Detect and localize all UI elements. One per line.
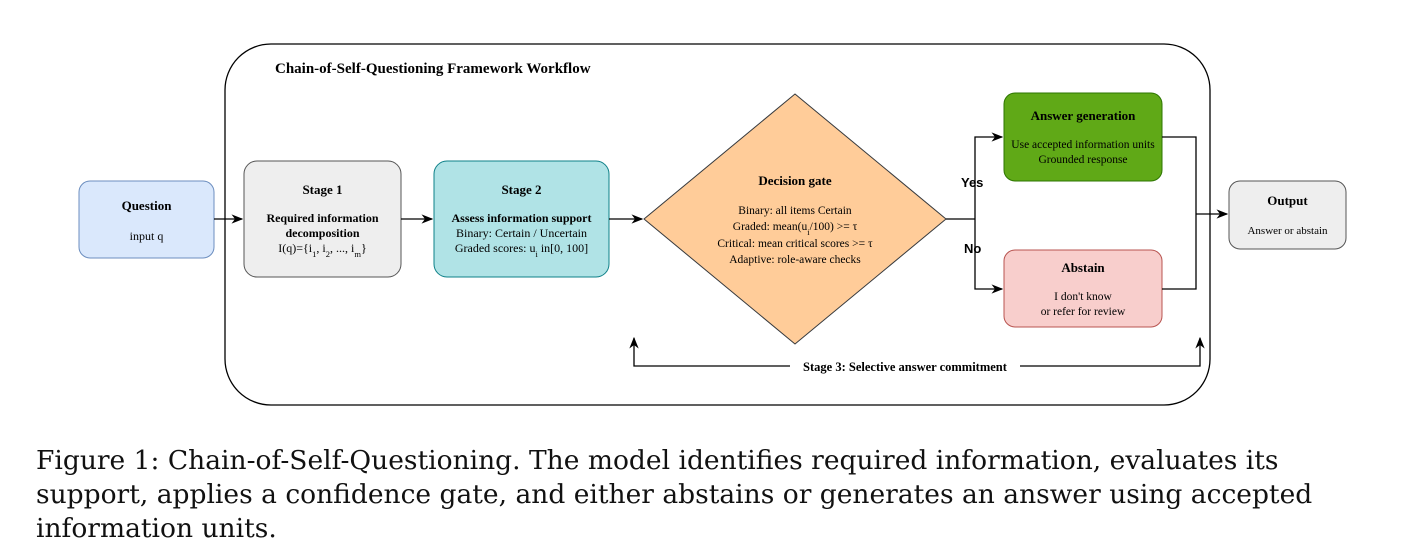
stage1-node: Stage 1 Required information decompositi… (243, 160, 402, 278)
stage2-subtitle: Assess information support (451, 211, 591, 225)
yes-label: Yes (961, 175, 983, 190)
stage1-formula: I(q)={i1, i2, ..., im} (278, 241, 366, 259)
abstain-line-2: or refer for review (1041, 306, 1126, 318)
question-node: Question input q (78, 180, 215, 259)
output-body: Answer or abstain (1247, 225, 1328, 237)
stage3-label: Stage 3: Selective answer commitment (803, 360, 1008, 374)
no-label: No (964, 241, 981, 256)
decision-gate-line-3: Critical: mean critical scores >= τ (717, 238, 873, 250)
abstain-to-output-line (1162, 214, 1197, 290)
abstain-node: Abstain I don't know or refer for review (1003, 249, 1163, 328)
caption-line-2: support, applies a confidence gate, and … (36, 479, 1313, 510)
stage3-bracket-right (1020, 336, 1205, 367)
framework-container (224, 43, 1211, 406)
stage2-node: Stage 2 Assess information support Binar… (433, 160, 610, 278)
question-title: Question (122, 198, 173, 213)
stage1-subtitle-2: decomposition (285, 226, 359, 240)
stage1-title: Stage 1 (302, 182, 342, 197)
answer-generation-line-2: Grounded response (1038, 154, 1127, 166)
stage3-bracket-left (629, 336, 790, 367)
answer-generation-line-1: Use accepted information units (1011, 139, 1155, 151)
stage2-line-1: Binary: Certain / Uncertain (456, 226, 587, 240)
abstain-title: Abstain (1061, 260, 1105, 275)
figure-caption: Figure 1: Chain-of-Self-Questioning. The… (36, 444, 1392, 546)
workflow-diagram: Chain-of-Self-Questioning Framework Work… (78, 43, 1347, 406)
answer-to-output-line (1162, 136, 1197, 214)
answer-generation-title: Answer generation (1031, 108, 1137, 123)
arrow-no-branch (974, 219, 1004, 294)
decision-gate-line-1: Binary: all items Certain (738, 205, 852, 217)
framework-title: Chain-of-Self-Questioning Framework Work… (275, 61, 591, 77)
decision-gate-line-2: Graded: mean(ui/100) >= τ (733, 221, 858, 237)
abstain-line-1: I don't know (1054, 291, 1112, 303)
stage2-title: Stage 2 (501, 182, 541, 197)
stage1-subtitle-1: Required information (266, 211, 378, 225)
question-body: input q (130, 229, 164, 243)
stage2-line-2: Graded scores: ui in[0, 100] (455, 241, 588, 259)
output-title: Output (1267, 193, 1308, 208)
arrow-yes-branch (974, 132, 1004, 219)
caption-line-3: information units. (36, 513, 277, 544)
caption-line-1: Figure 1: Chain-of-Self-Questioning. The… (36, 445, 1279, 476)
decision-gate-line-4: Adaptive: role-aware checks (729, 254, 861, 266)
answer-generation-node: Answer generation Use accepted informati… (1003, 92, 1163, 182)
output-node: Output Answer or abstain (1228, 180, 1347, 250)
decision-gate-node: Decision gate Binary: all items Certain … (643, 93, 947, 345)
decision-gate-title: Decision gate (758, 173, 832, 188)
stage1-formula-text: I(q)={i1, i2, ..., im} (278, 241, 366, 259)
